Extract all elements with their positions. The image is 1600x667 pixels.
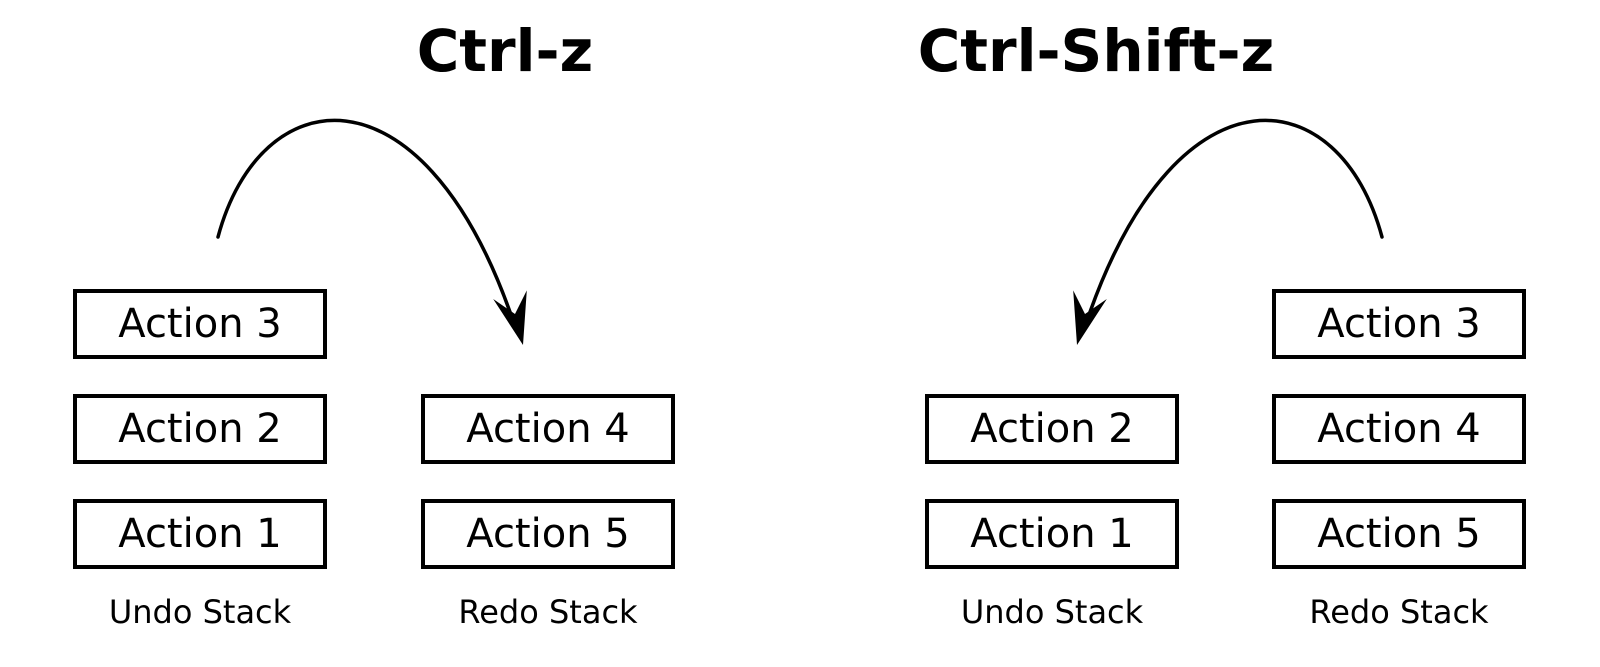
right-undo-stack: Action 2 Action 1 — [925, 289, 1179, 569]
left-undo-stack: Action 3 Action 2 Action 1 — [73, 289, 327, 569]
undo-arrow — [216, 118, 527, 345]
panel-title-ctrl-z: Ctrl-z — [416, 17, 594, 85]
redo-arrow — [1073, 118, 1384, 345]
action-box: Action 3 — [1272, 289, 1526, 359]
redo-arrow-curve — [1088, 118, 1384, 314]
action-box: Action 1 — [925, 499, 1179, 569]
panel-title-ctrl-shift-z: Ctrl-Shift-z — [917, 17, 1275, 85]
action-box: Action 2 — [73, 394, 327, 464]
action-box: Action 4 — [1272, 394, 1526, 464]
action-box: Action 3 — [73, 289, 327, 359]
action-box: Action 2 — [925, 394, 1179, 464]
action-box: Action 5 — [1272, 499, 1526, 569]
left-undo-stack-label: Undo Stack — [108, 593, 292, 631]
action-box: Action 5 — [421, 499, 675, 569]
redo-arrowhead-icon — [1073, 290, 1107, 345]
undo-arrowhead-icon — [493, 290, 527, 345]
right-undo-stack-label: Undo Stack — [960, 593, 1144, 631]
action-box: Action 4 — [421, 394, 675, 464]
action-box: Action 1 — [73, 499, 327, 569]
left-redo-stack-label: Redo Stack — [458, 593, 638, 631]
left-redo-stack: Action 4 Action 5 — [421, 289, 675, 569]
right-redo-stack: Action 3 Action 4 Action 5 — [1272, 289, 1526, 569]
undo-arrow-curve — [216, 118, 512, 314]
right-redo-stack-label: Redo Stack — [1309, 593, 1489, 631]
